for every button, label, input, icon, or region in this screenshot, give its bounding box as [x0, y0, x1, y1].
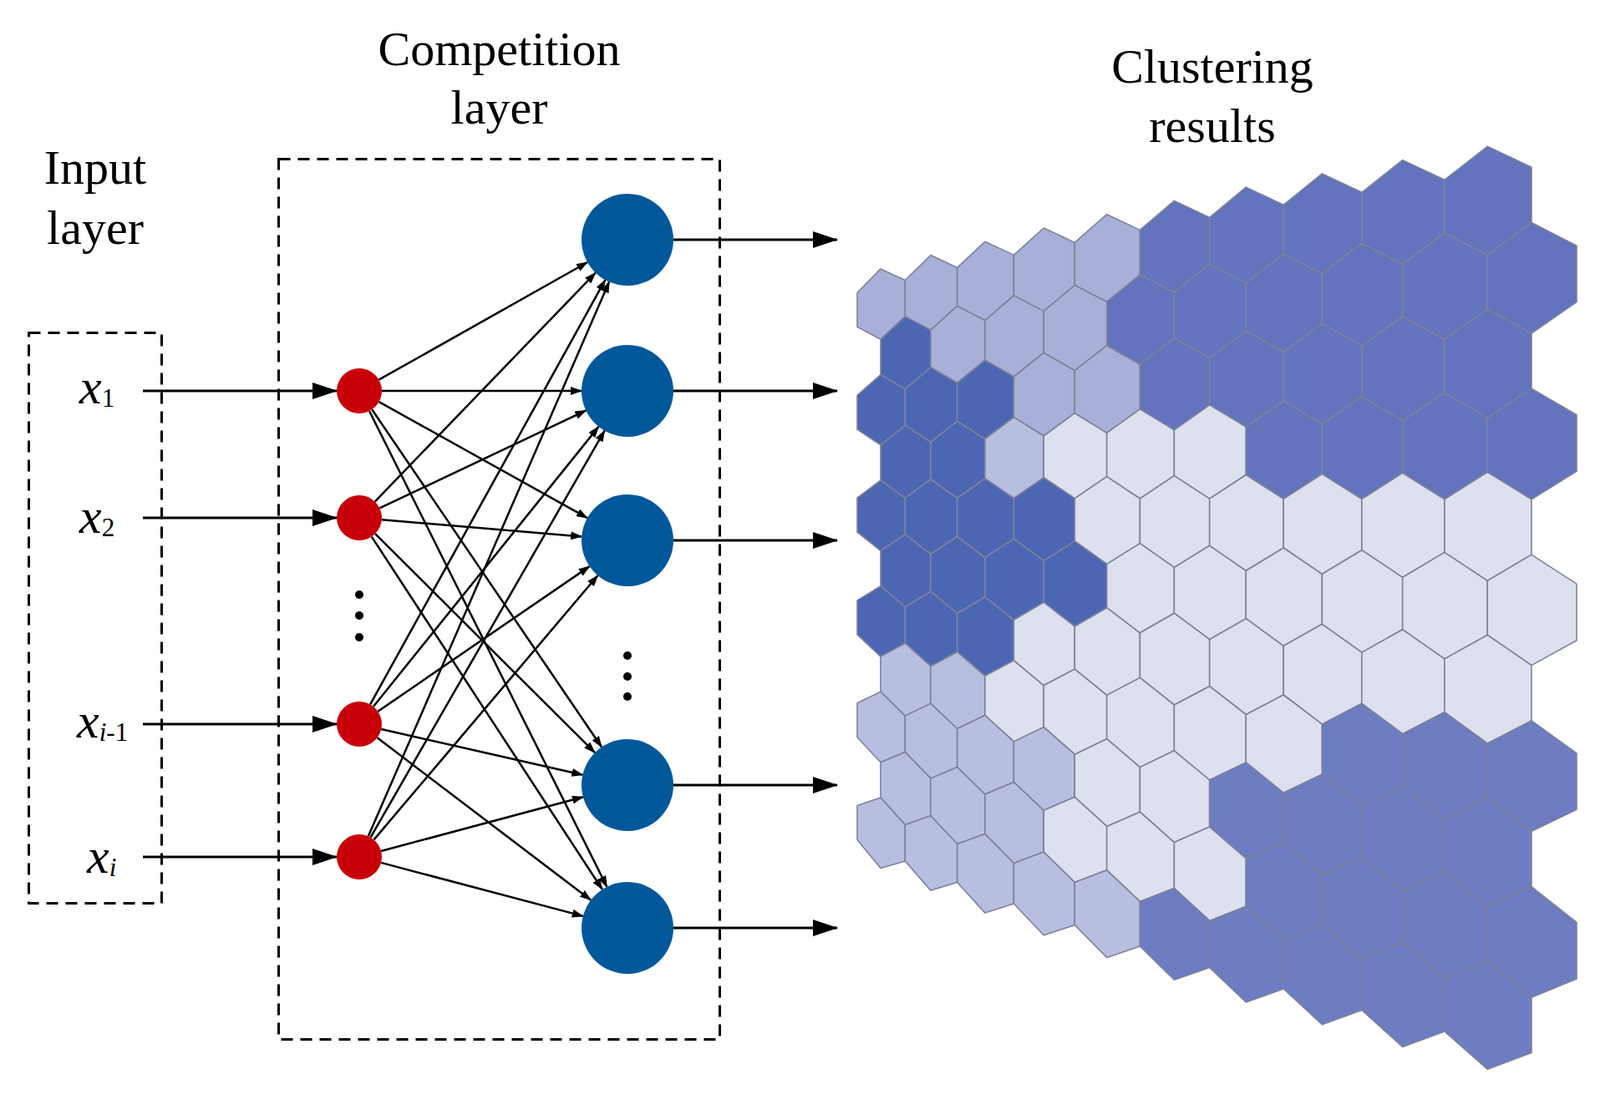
layer-box: Competition layer	[277, 157, 722, 1042]
input-arrow	[142, 390, 337, 393]
input-variable: x1	[79, 361, 115, 424]
input-variable: x2	[79, 491, 115, 554]
layer-box: Input layer	[27, 331, 163, 905]
weight-connection	[380, 797, 584, 852]
map-hexagon	[1013, 852, 1075, 936]
map-hexagon	[1139, 888, 1209, 981]
input-neuron	[336, 495, 382, 541]
variable-subscript: 1	[101, 383, 116, 413]
map-title: Clustering results	[1086, 36, 1338, 156]
map-hexagon	[957, 833, 1015, 914]
ellipsis-dot	[623, 692, 632, 701]
output-arrow	[673, 927, 838, 930]
variable-subscript: 2	[101, 513, 116, 543]
input-variable: xi-1	[76, 695, 128, 758]
variable-subscript: i-1	[99, 717, 129, 747]
weight-connection	[380, 863, 584, 917]
input-arrow	[142, 856, 337, 859]
weight-connection	[368, 281, 610, 837]
map-hexagon	[857, 797, 905, 869]
competition-neuron	[581, 739, 674, 832]
map-hexagon	[1283, 924, 1362, 1026]
map-hexagon	[1074, 870, 1140, 959]
competition-neuron	[581, 345, 674, 437]
weight-connection	[374, 575, 599, 840]
competition-neuron	[581, 882, 674, 975]
map-hexagon	[904, 816, 957, 891]
dashed-border	[29, 333, 163, 905]
weight-connection	[371, 409, 602, 747]
input-variable: xi	[86, 831, 117, 894]
output-arrow	[673, 238, 838, 242]
weight-connection	[370, 431, 605, 839]
weight-connection	[369, 411, 607, 888]
weight-connection	[377, 737, 592, 900]
weight-connection	[371, 537, 603, 890]
ellipsis-dot	[623, 651, 632, 661]
ellipsis-dot	[355, 590, 364, 600]
map-hexagon	[1209, 906, 1285, 1003]
output-arrow	[673, 390, 838, 393]
input-neuron	[336, 701, 382, 747]
dashed-outline	[277, 157, 722, 1042]
ellipsis-dot	[355, 611, 364, 620]
subscript-char: i	[99, 717, 107, 747]
input-arrow	[142, 723, 337, 727]
ellipsis-dot	[623, 672, 632, 681]
variable-symbol: x	[79, 488, 102, 544]
subscript-char: 2	[101, 513, 116, 543]
variable-subscript: i	[109, 853, 117, 883]
subscript-char: i	[109, 853, 117, 883]
subscript-char: 1	[101, 383, 116, 413]
weight-connection	[379, 411, 586, 509]
variable-symbol: x	[79, 359, 102, 415]
variable-symbol: x	[86, 828, 110, 884]
layer-title: Competition layer	[357, 20, 642, 138]
competition-neuron	[581, 193, 674, 286]
weight-connection	[379, 262, 589, 381]
variable-symbol: x	[76, 693, 100, 749]
input-neuron	[336, 834, 382, 880]
subscript-char: -	[106, 717, 115, 747]
output-arrow	[673, 539, 838, 543]
subscript-char: 1	[115, 717, 129, 747]
map-hexagon	[857, 691, 905, 763]
input-arrow	[142, 517, 337, 520]
map-hexagon	[1361, 943, 1445, 1048]
competition-neuron	[581, 494, 674, 587]
map-hexagon	[1444, 960, 1532, 1070]
output-arrow	[673, 784, 838, 788]
ellipsis-dot	[355, 633, 364, 642]
dashed-border	[279, 159, 721, 1041]
map-hexagon	[857, 586, 905, 657]
layer-title: Input layer	[11, 137, 179, 259]
input-neuron	[336, 368, 382, 414]
dashed-outline	[27, 331, 163, 905]
